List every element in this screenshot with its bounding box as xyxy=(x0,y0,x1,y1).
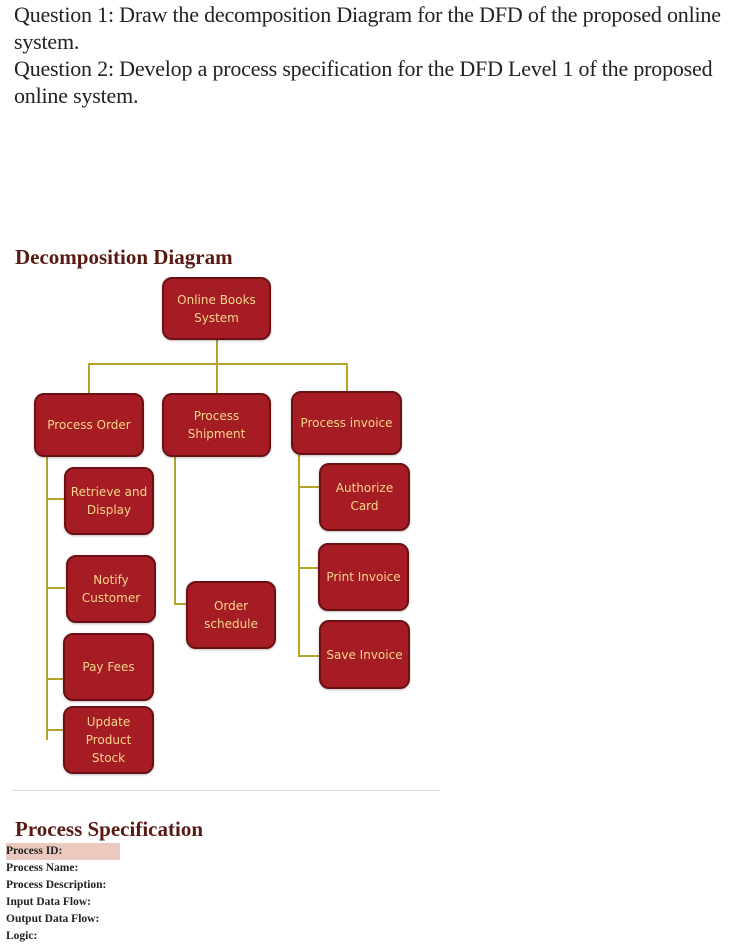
node-label: Process Order xyxy=(47,418,131,432)
section-divider xyxy=(12,790,440,791)
node-label: Print Invoice xyxy=(326,570,401,584)
spec-field-output-data-flow: Output Data Flow: xyxy=(6,913,100,925)
node-label: Save Invoice xyxy=(326,647,403,662)
node-save-invoice: Save Invoice xyxy=(319,620,410,689)
connector-branch-2 xyxy=(216,363,218,393)
connector-branch-3 xyxy=(346,363,348,391)
connector-root xyxy=(216,340,218,365)
node-label: Update Product Stock xyxy=(85,715,132,765)
node-retrieve-and-display: Retrieve and Display xyxy=(64,467,154,535)
connector-stub xyxy=(174,603,187,605)
spec-field-process-id: Process ID: xyxy=(6,843,120,860)
question-2-line-2: online system. xyxy=(14,83,139,108)
spec-field-process-name: Process Name: xyxy=(6,862,79,874)
node-pay-fees: Pay Fees xyxy=(63,633,154,701)
connector-stub xyxy=(46,729,65,731)
connector-stub xyxy=(46,678,65,680)
node-process-order: Process Order xyxy=(34,393,144,457)
connector-horizontal-bar xyxy=(88,363,348,365)
connector-spine-process-shipment xyxy=(174,457,176,605)
node-notify-customer: Notify Customer xyxy=(66,555,156,623)
node-authorize-card: Authorize Card xyxy=(319,463,410,531)
connector-spine-process-invoice xyxy=(298,455,300,657)
question-1-line-2: system. xyxy=(14,29,80,54)
connector-stub xyxy=(298,486,320,488)
connector-stub xyxy=(298,567,320,569)
node-label: Pay Fees xyxy=(82,660,135,674)
diagram-title: Decomposition Diagram xyxy=(15,245,233,269)
node-label: Authorize Card xyxy=(335,481,394,513)
node-update-product-stock: Update Product Stock xyxy=(63,706,154,774)
connector-spine-process-order xyxy=(46,457,48,740)
node-label: Process Shipment xyxy=(187,409,246,441)
question-1-line-1: Question 1: Draw the decomposition Diagr… xyxy=(14,2,721,27)
node-label: Process invoice xyxy=(300,416,393,430)
node-label: Notify Customer xyxy=(81,573,141,605)
connector-branch-1 xyxy=(88,363,90,393)
node-process-shipment: Process Shipment xyxy=(162,393,271,457)
spec-field-input-data-flow: Input Data Flow: xyxy=(6,896,91,908)
node-process-invoice: Process invoice xyxy=(291,391,402,455)
connector-stub xyxy=(46,587,65,589)
node-root: Online Books System xyxy=(162,277,271,340)
connector-stub xyxy=(46,498,65,500)
connector-stub xyxy=(298,655,320,657)
spec-title: Process Specification xyxy=(15,817,203,841)
node-label: Retrieve and Display xyxy=(70,485,148,517)
node-order-schedule: Order schedule xyxy=(186,581,276,649)
spec-field-logic: Logic: xyxy=(6,930,38,942)
node-label: Online Books System xyxy=(177,292,256,325)
node-label: Order schedule xyxy=(204,599,258,631)
question-2-line-1: Question 2: Develop a process specificat… xyxy=(14,56,713,81)
spec-field-process-description: Process Description: xyxy=(6,879,107,891)
node-print-invoice: Print Invoice xyxy=(318,543,409,611)
